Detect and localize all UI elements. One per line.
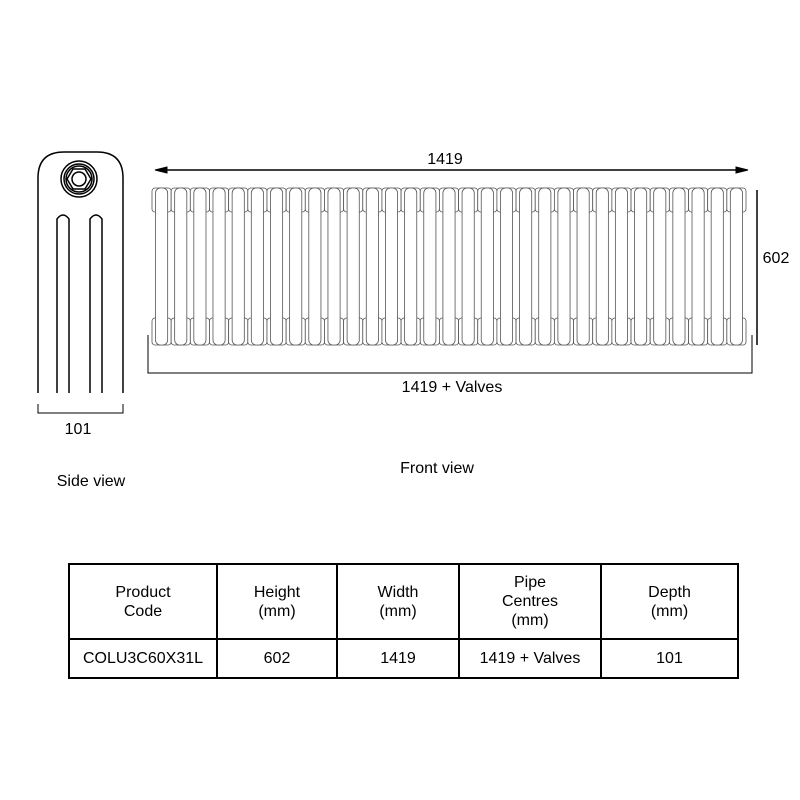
pipe-centres-bracket [147,335,753,374]
radiator-section [496,187,517,346]
radiator-section [304,187,325,346]
radiator-section [726,187,747,346]
radiator-section [362,187,383,346]
radiator-section [649,187,670,346]
radiator-section [668,187,689,346]
radiator-section [266,187,287,346]
radiator-section [419,187,440,346]
radiator-section [592,187,613,346]
radiator-section [151,187,172,346]
radiator-section [688,187,709,346]
radiator-section [630,187,651,346]
side-view-caption: Side view [56,473,126,490]
radiator-section [247,187,268,346]
cell-product-code: COLU3C60X31L [68,638,218,679]
radiator-section [324,187,345,346]
width-label: 1419 [427,151,463,168]
radiator-section [381,187,402,346]
radiator-section [189,187,210,346]
radiator-section [477,187,498,346]
front-view-caption: Front view [400,460,474,477]
radiator-section [209,187,230,346]
pipe-centres-label: 1419 + Valves [401,379,503,396]
cell-depth: 101 [600,638,739,679]
depth-label: 101 [64,421,92,438]
header-width: Width(mm) [336,563,460,640]
radiator-section [573,187,594,346]
valve-nut-icon [60,160,98,198]
radiator-section [534,187,555,346]
side-view [37,151,124,414]
cell-pipe-centres: 1419 + Valves [458,638,602,679]
radiator-section [343,187,364,346]
front-view [151,187,747,346]
cell-height: 602 [216,638,338,679]
radiator-section [707,187,728,346]
radiator-section [458,187,479,346]
radiator-section [170,187,191,346]
cell-width: 1419 [336,638,460,679]
header-height: Height(mm) [216,563,338,640]
height-label: 602 [762,250,790,267]
depth-dimension-bracket [37,404,124,414]
table-row: COLU3C60X31L 602 1419 1419 + Valves 101 [68,638,739,679]
header-depth: Depth(mm) [600,563,739,640]
radiator-section [515,187,536,346]
radiator-section [553,187,574,346]
radiator-section [611,187,632,346]
radiator-section [400,187,421,346]
radiator-section [228,187,249,346]
radiator-section [285,187,306,346]
radiator-section [439,187,459,346]
